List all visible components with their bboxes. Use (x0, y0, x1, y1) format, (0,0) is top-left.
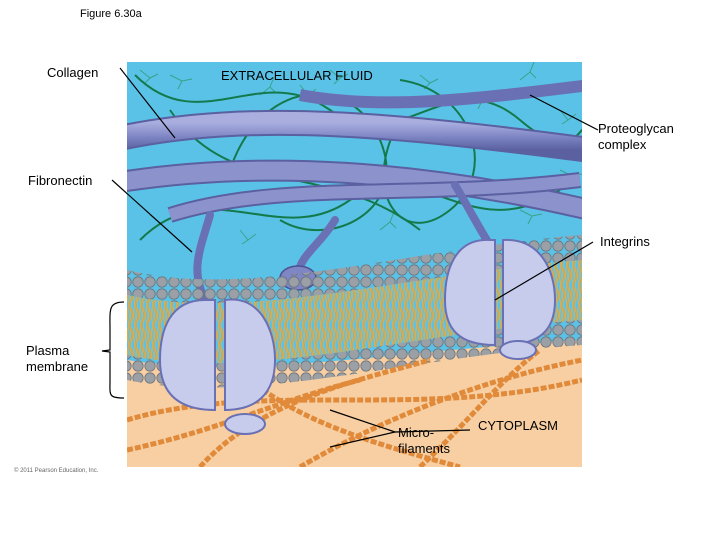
label-integrins: Integrins (600, 234, 650, 249)
collagen-fibers (127, 79, 582, 223)
integrin-right (443, 238, 557, 360)
label-collagen: Collagen (47, 65, 99, 80)
label-plasma-membrane: Plasma membrane (26, 343, 89, 374)
microfilament-network (127, 348, 582, 467)
label-cytoplasm: CYTOPLASM (478, 418, 558, 433)
figure-label: Figure 6.30a (80, 8, 142, 20)
label-fibronectin: Fibronectin (28, 173, 93, 188)
label-proteoglycan-complex: Proteoglycan complex (598, 121, 674, 152)
label-extracellular-fluid: EXTRACELLULAR FLUID (221, 68, 373, 83)
integrin-left (158, 298, 277, 435)
label-microfilaments: Micro- filaments (398, 425, 451, 456)
copyright-notice: © 2011 Pearson Education, Inc. (14, 468, 99, 474)
leader-lines (101, 67, 599, 448)
